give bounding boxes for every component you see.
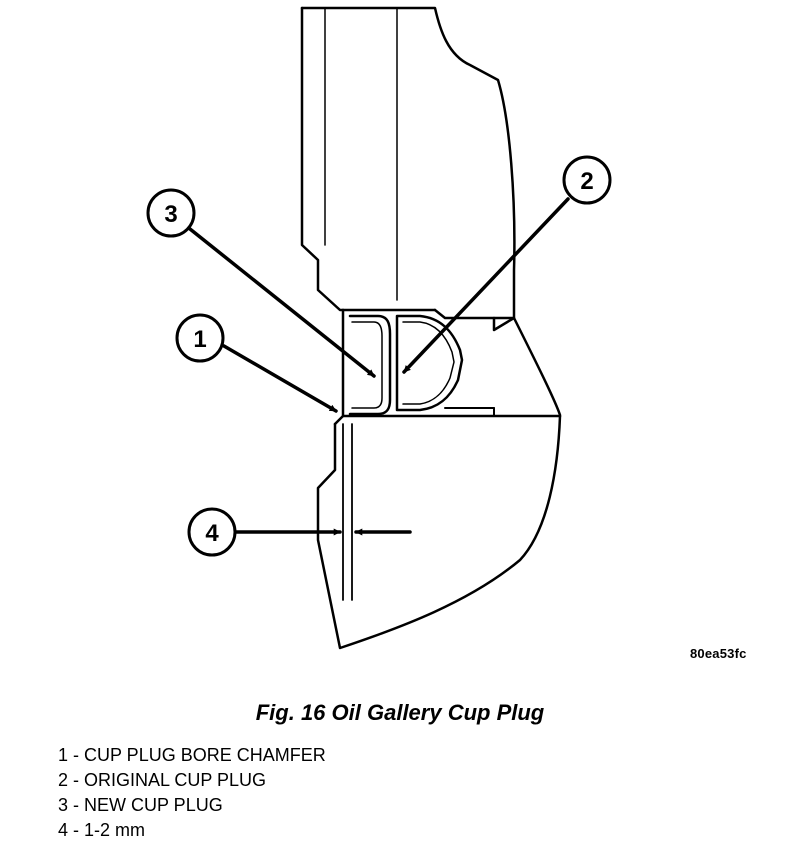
callout-3: 3 [146, 188, 196, 238]
legend-item-2: 2 - ORIGINAL CUP PLUG [58, 770, 267, 790]
upper-casting-outline [300, 6, 516, 320]
legend-item-1: 1 - CUP PLUG BORE CHAMFER [58, 745, 326, 765]
figure-id: 80ea53fc [690, 646, 747, 661]
callout-4-label: 4 [205, 520, 219, 547]
upper-casting-left-edge [300, 6, 345, 312]
callout-2-label: 2 [580, 168, 593, 195]
bore-chamfer [333, 308, 345, 426]
original-cup-plug [395, 314, 464, 412]
callout-4: 4 [187, 507, 237, 557]
new-cup-plug [348, 314, 392, 416]
bore-top-step [433, 308, 562, 417]
leader-arrow-2 [402, 197, 570, 374]
callout-2: 2 [562, 155, 612, 205]
leader-arrow-1 [222, 344, 338, 413]
callout-3-label: 3 [164, 201, 177, 228]
callout-1: 1 [175, 313, 225, 363]
lower-casting-outline [316, 414, 562, 650]
figure-caption: Fig. 16 Oil Gallery Cup Plug [255, 700, 545, 725]
original-cup-plug-inner [402, 321, 455, 405]
legend-item-3: 3 - NEW CUP PLUG [58, 795, 223, 815]
new-cup-plug-inner [351, 321, 383, 409]
leader-arrow-3 [188, 227, 376, 378]
oil-gallery-cup-plug-diagram: 1 2 3 4 [146, 6, 612, 650]
legend-item-4: 4 - 1-2 mm [58, 820, 146, 840]
legend: 1 - CUP PLUG BORE CHAMFER 2 - ORIGINAL C… [58, 743, 326, 843]
callout-1-label: 1 [193, 326, 206, 353]
